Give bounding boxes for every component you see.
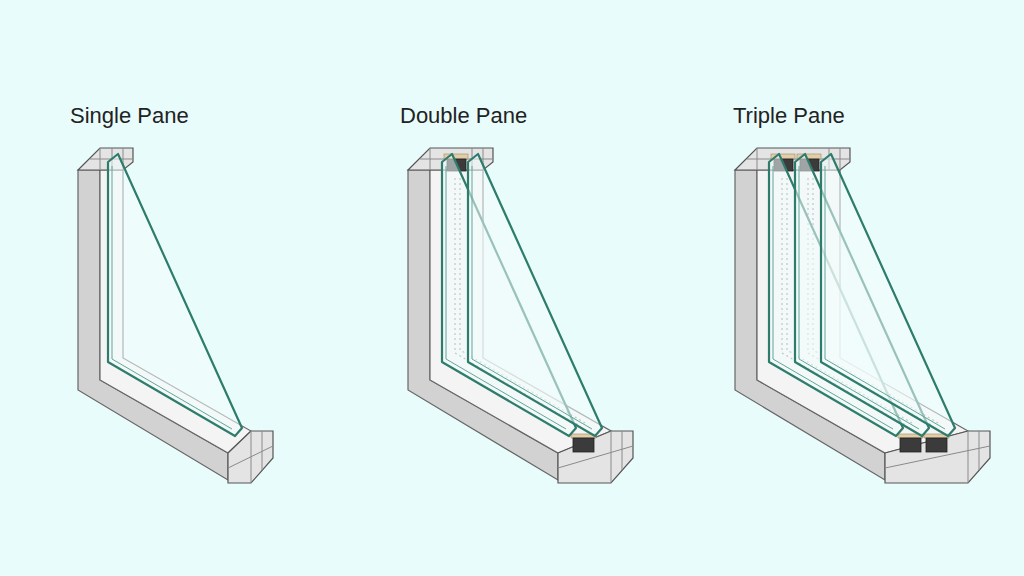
triple-pane-window (735, 148, 990, 483)
single-pane-window (78, 148, 273, 483)
pane-label: Single Pane (70, 103, 189, 129)
pane-label: Double Pane (400, 103, 527, 129)
pane-label: Triple Pane (733, 103, 845, 129)
double-pane-window (408, 148, 633, 483)
